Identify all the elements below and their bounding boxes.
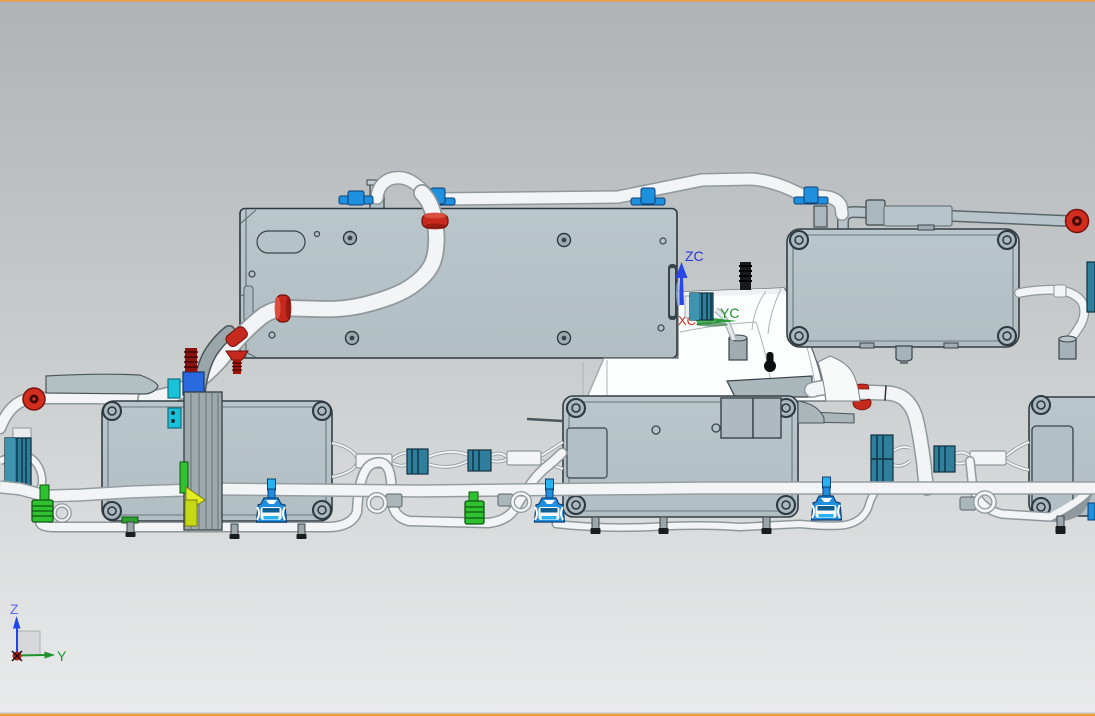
svg-text:ZC: ZC (685, 248, 704, 264)
svg-text:YC: YC (720, 305, 739, 321)
svg-text:Z: Z (10, 601, 19, 617)
svg-text:Y: Y (57, 648, 67, 664)
